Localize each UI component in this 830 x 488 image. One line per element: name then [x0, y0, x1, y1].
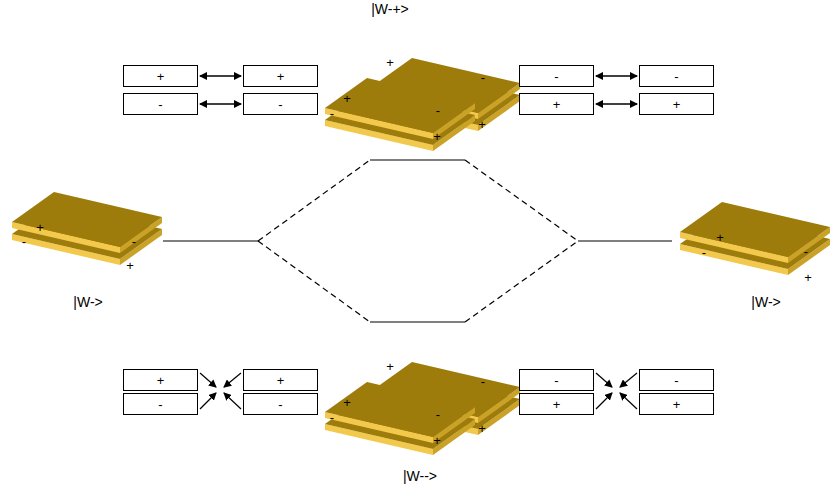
mode-label: |W-> — [751, 295, 780, 309]
charge-label: + — [386, 360, 394, 373]
charge-sign: - — [674, 70, 678, 83]
charge-label: - — [481, 71, 485, 84]
charge-sign: - — [554, 70, 558, 83]
charge-label: - — [481, 375, 485, 388]
charge-sign: + — [277, 374, 285, 387]
charge-box: + — [123, 65, 198, 87]
charge-label: + — [433, 130, 441, 143]
energy-levels — [163, 160, 672, 322]
charge-sign: + — [553, 98, 561, 111]
charge-label: + — [343, 92, 351, 105]
charge-sign: + — [277, 70, 285, 83]
charge-sign: + — [673, 398, 681, 411]
waveguide-plates — [12, 58, 830, 455]
charge-box: + — [519, 393, 594, 415]
charge-label: + — [478, 118, 486, 131]
mode-label: |W--> — [403, 469, 437, 483]
charge-box: + — [243, 65, 318, 87]
charge-label: - — [330, 411, 334, 424]
charge-label: + — [343, 396, 351, 409]
charge-sign: - — [278, 98, 282, 111]
charge-label: + — [804, 271, 812, 284]
double-arrow — [200, 75, 241, 77]
charge-label: + — [716, 231, 724, 244]
charge-box: + — [639, 393, 714, 415]
charge-label: + — [433, 434, 441, 447]
charge-label: + — [386, 56, 394, 69]
charge-sign: + — [673, 98, 681, 111]
charge-box: + — [243, 369, 318, 391]
charge-box: - — [519, 369, 594, 391]
charge-box: - — [639, 369, 714, 391]
double-arrow — [200, 103, 241, 105]
charge-sign: - — [674, 374, 678, 387]
charge-label: - — [436, 104, 440, 117]
charge-label: + — [126, 259, 134, 272]
charge-sign: - — [554, 374, 558, 387]
double-arrow — [596, 103, 637, 105]
charge-label: - — [804, 245, 808, 258]
double-arrow — [596, 75, 637, 77]
charge-box: - — [519, 65, 594, 87]
charge-box: + — [639, 93, 714, 115]
mode-label: |W-+> — [371, 2, 409, 16]
charge-label: - — [132, 235, 136, 248]
charge-label: - — [330, 107, 334, 120]
charge-sign: - — [278, 398, 282, 411]
charge-box: - — [123, 393, 198, 415]
charge-label: - — [436, 408, 440, 421]
charge-sign: + — [157, 70, 165, 83]
charge-box: + — [123, 369, 198, 391]
charge-box: - — [639, 65, 714, 87]
charge-label: + — [36, 221, 44, 234]
charge-box: - — [243, 93, 318, 115]
charge-label: - — [22, 235, 26, 248]
charge-box: - — [243, 393, 318, 415]
charge-sign: - — [158, 98, 162, 111]
charge-sign: - — [158, 398, 162, 411]
charge-sign: + — [157, 374, 165, 387]
mode-label: |W-> — [73, 295, 102, 309]
charge-box: + — [519, 93, 594, 115]
charge-box: - — [123, 93, 198, 115]
charge-sign: + — [553, 398, 561, 411]
charge-label: + — [478, 422, 486, 435]
charge-label: - — [702, 246, 706, 259]
